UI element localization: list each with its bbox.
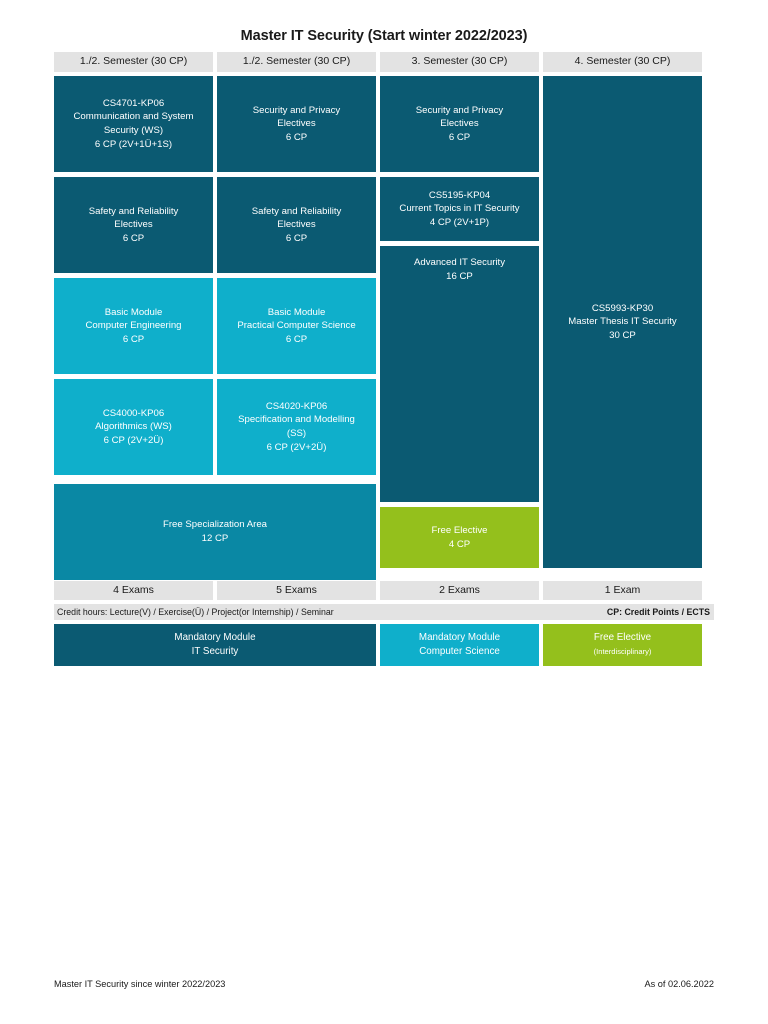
page-title: Master IT Security (Start winter 2022/20… (240, 28, 528, 44)
module-line: 6 CP (122, 333, 145, 345)
module-line: Safety and Reliability (88, 205, 179, 217)
module-line: 6 CP (285, 333, 308, 345)
module-line: Electives (277, 219, 316, 231)
module-line: Algorithmics (WS) (95, 421, 172, 433)
exams-count-2: 5 Exams (217, 581, 376, 600)
curriculum-chart: 1./2. Semester (30 CP) 1./2. Semester (3… (54, 52, 714, 666)
module-line: 16 CP (446, 270, 473, 282)
module-line: 6 CP (2V+2Ü) (266, 441, 327, 453)
module-line: Current Topics in IT Security (399, 203, 520, 215)
module-line: 6 CP (122, 232, 145, 244)
legend-item-label: Mandatory Module (418, 632, 501, 643)
module-line: 6 CP (2V+2Ü) (103, 434, 164, 446)
module-line: 6 CP (285, 131, 308, 143)
module-line: CS4701-KP06 (102, 97, 165, 109)
module-line: 30 CP (609, 329, 636, 341)
legend-item-label: Mandatory Module (174, 632, 256, 643)
module-line: CS5993-KP30 (591, 302, 654, 314)
page-footer: Master IT Security since winter 2022/202… (54, 979, 714, 989)
free-specialization-area-block: Free Specialization Area 12 CP (54, 484, 376, 580)
footer-left: Master IT Security since winter 2022/202… (54, 979, 226, 989)
credit-points-note: CP: Credit Points / ECTS (606, 607, 710, 617)
module-line: CS5195-KP04 (428, 189, 491, 201)
exams-count-4: 1 Exam (543, 581, 702, 600)
exams-row: 4 Exams 5 Exams 2 Exams 1 Exam (54, 581, 714, 600)
module-block: Free Elective 4 CP (380, 507, 539, 568)
module-line: CS4000-KP06 (102, 407, 165, 419)
module-line: 12 CP (201, 533, 229, 544)
module-line: 6 CP (2V+1Ü+1S) (94, 138, 173, 150)
module-line: Safety and Reliability (251, 205, 342, 217)
module-line: 4 CP (448, 538, 471, 550)
module-line: Electives (114, 219, 153, 231)
module-line: Communication and System (73, 111, 194, 123)
module-block: Advanced IT Security 16 CP (380, 246, 539, 502)
module-line: 4 CP (2V+1P) (429, 216, 490, 228)
semester-header-2: 1./2. Semester (30 CP) (217, 52, 376, 72)
module-line: Security and Privacy (252, 104, 341, 116)
legend-item-sublabel: IT Security (191, 646, 239, 657)
module-line: Electives (277, 118, 316, 130)
footer-right: As of 02.06.2022 (644, 979, 714, 989)
legend-item: Free Elective (Interdisciplinary) (543, 624, 702, 666)
exams-count-1: 4 Exams (54, 581, 213, 600)
module-line: Basic Module (104, 306, 163, 318)
legend-item-label: Free Elective (593, 632, 652, 643)
module-line: Practical Computer Science (237, 320, 356, 332)
module-line: Security and Privacy (415, 104, 504, 116)
module-line: Basic Module (267, 306, 326, 318)
legend-item-sublabel: Computer Science (419, 646, 500, 657)
credit-hours-note: Credit hours: Lecture(V) / Exercise(Ü) /… (57, 607, 334, 617)
module-line: Master Thesis IT Security (568, 316, 677, 328)
credit-hours-strip: Credit hours: Lecture(V) / Exercise(Ü) /… (54, 604, 714, 620)
module-line: Computer Engineering (85, 320, 182, 332)
module-line: (SS) (286, 428, 307, 439)
semester-header-3: 3. Semester (30 CP) (380, 52, 539, 72)
module-line: 6 CP (285, 232, 308, 244)
semester-header-4: 4. Semester (30 CP) (543, 52, 702, 72)
module-line: Specification and Modelling (238, 414, 355, 426)
module-line: CS4020-KP06 (265, 400, 328, 412)
exams-count-3: 2 Exams (380, 581, 539, 600)
module-line: Free Specialization Area (163, 519, 267, 531)
module-line: 6 CP (448, 131, 471, 143)
module-line: Advanced IT Security (413, 257, 505, 268)
semester-header-1: 1./2. Semester (30 CP) (54, 52, 213, 72)
module-line: Electives (440, 118, 479, 130)
legend-item: Mandatory Module IT Security (54, 624, 376, 666)
module-line: Security (WS) (103, 125, 164, 136)
semester-header-row: 1./2. Semester (30 CP) 1./2. Semester (3… (54, 52, 714, 72)
legend-item-sublabel: (Interdisciplinary) (593, 647, 652, 656)
module-line: Free Elective (431, 524, 488, 536)
